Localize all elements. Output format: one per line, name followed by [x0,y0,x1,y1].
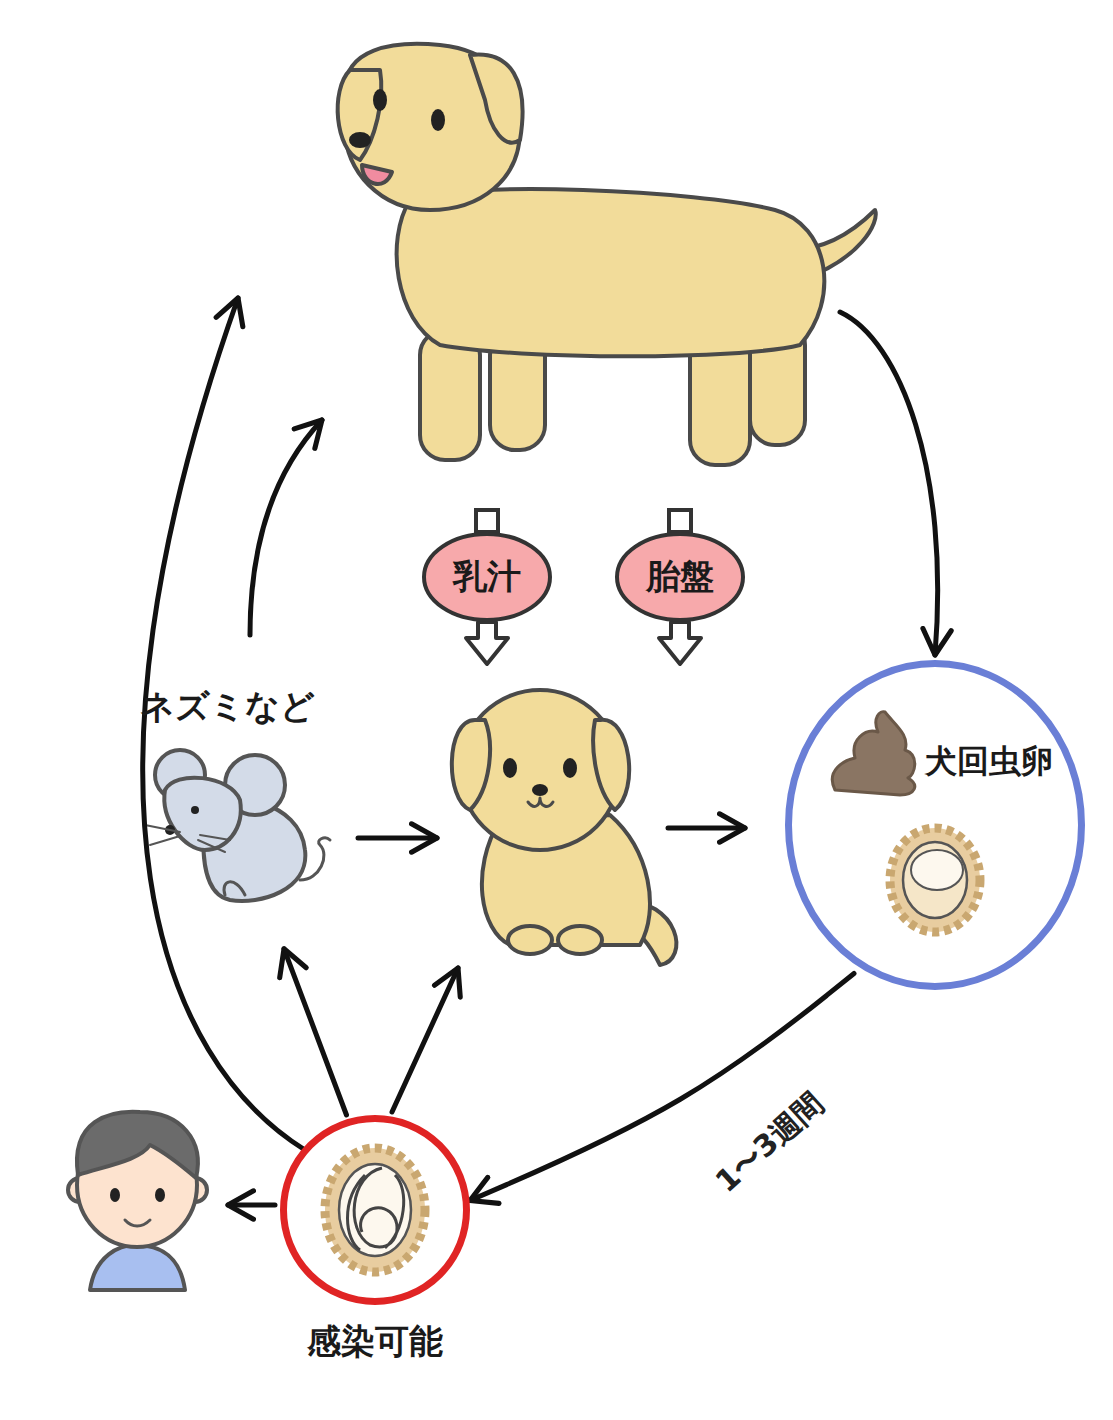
knob [476,510,691,532]
child [77,1112,198,1178]
flow-arrow [840,312,938,655]
child [125,1220,150,1226]
flow-arrow [668,826,745,831]
puppy [593,720,629,810]
mouse [191,806,199,814]
child [110,1188,120,1202]
egg-art [903,842,967,918]
puppy [558,926,602,954]
connector-arrow [470,974,854,1201]
pink-weight: 胎盤 [615,532,745,622]
edge-label: 1〜3週間 [704,1081,835,1205]
puppy [508,926,552,954]
pink-weight-shape [424,534,550,620]
pink-weight-shape [617,534,743,620]
egg-art [325,1148,425,1272]
adult-dog [338,44,876,465]
infective-circle-shape [284,1119,467,1302]
child [68,1112,207,1290]
connector-arrow [284,949,347,1115]
adult-dog [362,165,392,184]
flow-arrow [250,420,322,635]
adult-dog [470,54,523,142]
flow-arrow [358,836,437,841]
node-label: 乳汁 [453,554,521,600]
adult-dog [338,70,382,160]
node-label: ネズミなど [140,684,315,730]
egg-circle: 犬回虫卵 [785,660,1085,990]
knob [669,510,691,532]
adult-dog [397,189,825,356]
egg-art [832,712,914,795]
adult-dog [431,109,445,131]
puppy [563,758,577,778]
flow-arrow [143,298,938,1205]
child [155,1188,165,1202]
host-group: ネズミなど [140,680,340,920]
egg-art [325,712,980,1272]
infective-circle-outline [280,1115,470,1305]
egg-art [348,1168,404,1250]
hollow-arrow [466,622,701,664]
puppy [532,784,548,796]
adult-dog [373,89,387,111]
egg-art [339,1164,411,1256]
egg-art [911,850,963,890]
node-label: 胎盤 [646,554,714,600]
mouse [145,750,330,901]
pink-weight: 乳汁 [422,532,552,622]
hollow-arrow [659,622,701,664]
knob [476,510,498,532]
child [90,1245,185,1290]
egg-art [890,828,980,932]
egg-circle-shape [789,664,1082,987]
mouse [224,882,245,895]
mouse [145,825,230,852]
egg-circle-outline [785,660,1085,990]
flow-arrow [392,968,458,1112]
puppy [528,798,553,806]
hollow-arrow [466,622,508,664]
adult-dog [349,132,371,148]
node-label: 感染可能 [307,1319,443,1365]
node-label: 犬回虫卵 [925,740,1053,784]
infective-circle: 感染可能 [280,1115,470,1305]
flow-arrow [228,1203,275,1208]
puppy [503,758,517,778]
puppy [452,690,677,965]
puppy [452,720,490,810]
